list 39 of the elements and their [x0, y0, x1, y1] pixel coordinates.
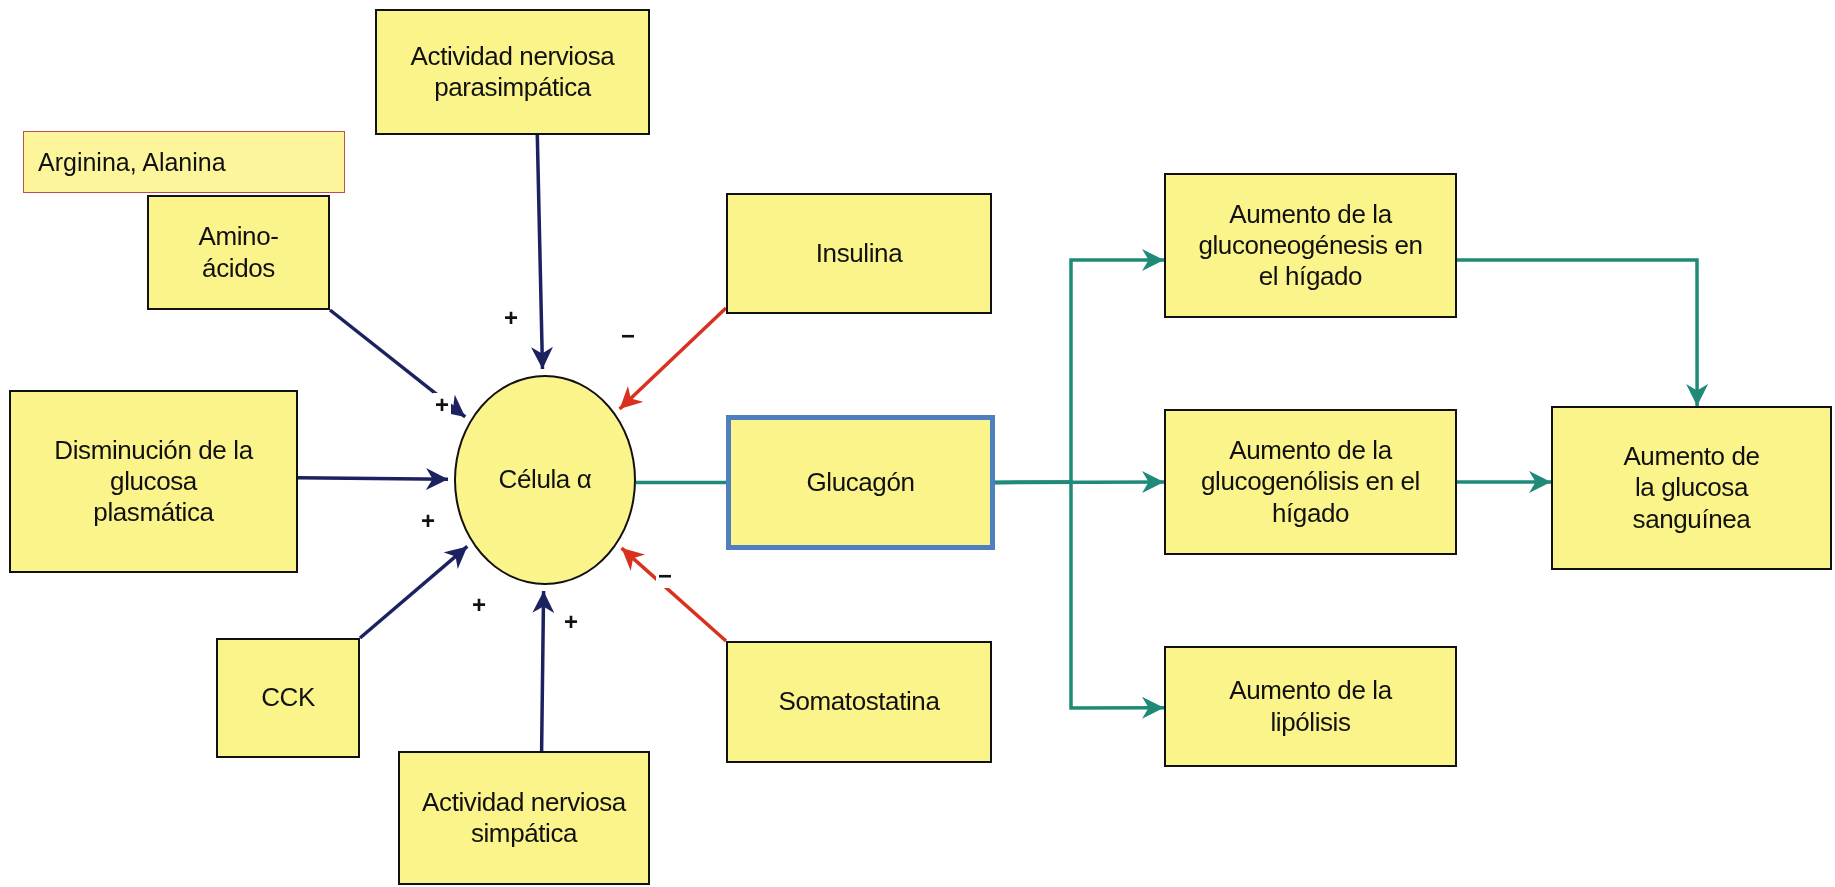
node-label: Célula α	[498, 464, 592, 496]
process-box	[726, 193, 992, 314]
arrow	[995, 480, 1164, 719]
node-label: Glucagón	[806, 466, 915, 499]
arrow	[620, 546, 728, 643]
process-box	[147, 195, 330, 310]
node-label: Disminución de la glucosa plasmática	[53, 434, 254, 529]
arrow	[298, 468, 448, 490]
arrow	[1457, 470, 1551, 493]
node-label: Actividad nerviosa simpática	[421, 786, 628, 850]
node-label: Somatostatina	[778, 686, 940, 718]
process-box	[375, 9, 650, 135]
arrow	[1457, 258, 1709, 406]
node-label: Arginina, Alanina	[38, 147, 226, 177]
node-label: Insulina	[815, 237, 903, 270]
node-label: Aumento de la lipólisis	[1228, 675, 1394, 738]
arrow	[618, 306, 728, 411]
process-box	[1164, 409, 1457, 555]
node-label: Aumento de la gluconeogénesis en el hígado	[1197, 198, 1424, 293]
hormone-box	[726, 415, 995, 550]
process-box	[9, 390, 298, 573]
process-box	[1164, 646, 1457, 767]
process-box	[1164, 173, 1457, 318]
arrow	[532, 590, 555, 752]
process-box	[216, 638, 360, 758]
connector-line	[636, 480, 726, 485]
arrow	[358, 545, 469, 640]
process-box	[1551, 406, 1832, 570]
process-box	[726, 641, 992, 763]
node-label: CCK	[261, 682, 315, 714]
node-label: Aumento de la glucosa sanguínea	[1622, 441, 1761, 535]
node-label: Amino- ácidos	[197, 221, 280, 284]
node-label: Actividad nerviosa parasimpática	[409, 40, 616, 104]
note-box	[23, 131, 345, 193]
arrow	[328, 308, 467, 419]
edge-label: +	[433, 393, 451, 417]
process-box	[398, 751, 650, 885]
node-label: Aumento de la glucogenólisis en el hígado	[1200, 435, 1421, 529]
arrow	[531, 134, 553, 370]
